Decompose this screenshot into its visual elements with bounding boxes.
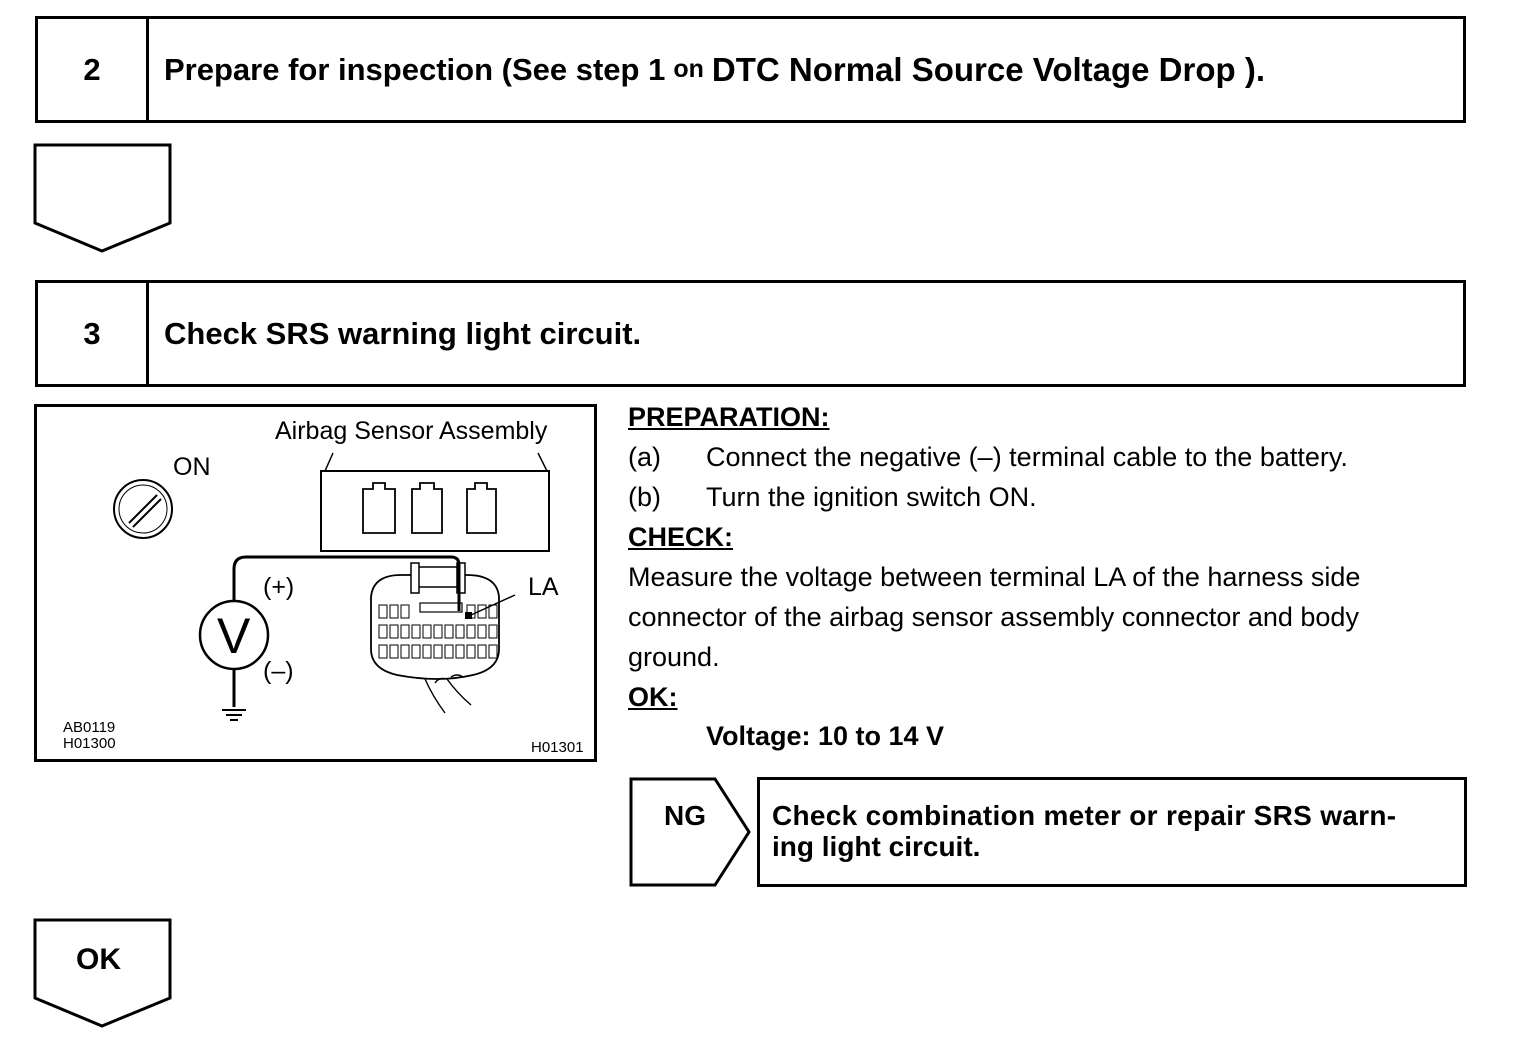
- step-3-title: Check SRS warning light circuit.: [164, 315, 642, 351]
- ng-result-line-2: ing light circuit.: [772, 831, 981, 862]
- ng-result-box: [757, 777, 1467, 887]
- connector-pin: [400, 624, 410, 639]
- check-line-2: connector of the airbag sensor assembly …: [628, 602, 1359, 632]
- connector-pin: [455, 644, 465, 659]
- connector-pin: [378, 644, 388, 659]
- plus-label: (+): [263, 573, 295, 601]
- wiring-diagram: Airbag Sensor Assembly ON (+) (–) LA V A…: [34, 404, 597, 762]
- connector-pin: [433, 644, 443, 659]
- connector-pin: [444, 624, 454, 639]
- connector-pin: [466, 624, 476, 639]
- ok-arrow-label: OK: [76, 943, 121, 976]
- preparation-heading: PREPARATION:: [628, 402, 830, 432]
- diagram-code-3: H01301: [531, 739, 584, 756]
- check-line-1: Measure the voltage between terminal LA …: [628, 562, 1361, 592]
- connector-pin: [389, 644, 399, 659]
- meter-symbol: V: [217, 608, 251, 664]
- connector-pin: [389, 604, 399, 619]
- connector-pin: [422, 644, 432, 659]
- la-pointer: [465, 594, 516, 619]
- step-2-title: Prepare for inspection (See step 1 on DT…: [164, 19, 1265, 120]
- connector-pin: [477, 624, 487, 639]
- diagram-code-1: AB0119: [63, 719, 116, 736]
- ok-down-arrow: [33, 918, 172, 1028]
- connector-pin: [411, 644, 421, 659]
- connector-pin: [488, 644, 498, 659]
- harness-connector-icon: [370, 562, 500, 714]
- step-2-title-a: Prepare for inspection (See step 1: [164, 51, 666, 87]
- step-3-box: 3 Check SRS warning light circuit.: [35, 280, 1466, 387]
- ignition-switch-icon: [113, 479, 173, 539]
- ng-label: NG: [664, 800, 706, 831]
- ng-arrow: [629, 777, 751, 887]
- connector-pin: [400, 604, 410, 619]
- connector-pin: [477, 644, 487, 659]
- prep-a-text: Connect the negative (–) terminal cable …: [706, 442, 1348, 472]
- connector-pin: [378, 624, 388, 639]
- check-line-3: ground.: [628, 642, 720, 672]
- connector-pin: [488, 624, 498, 639]
- ok-heading: OK:: [628, 682, 678, 712]
- ground-symbol-icon: [222, 709, 246, 721]
- prep-b-text: Turn the ignition switch ON.: [706, 482, 1037, 512]
- connector-pin: [378, 604, 388, 619]
- la-label: LA: [528, 573, 559, 601]
- connector-pin: [400, 644, 410, 659]
- prep-a-marker: (a): [628, 442, 661, 472]
- airbag-sensor-label: Airbag Sensor Assembly: [275, 417, 548, 445]
- flow-down-arrow-1: [33, 143, 172, 253]
- connector-pin: [433, 624, 443, 639]
- check-heading: CHECK:: [628, 522, 733, 552]
- step-2-title-on: on: [673, 55, 704, 83]
- step-2-number: 2: [38, 19, 149, 120]
- step-3-number: 3: [38, 283, 149, 384]
- ng-result-line-1: Check combination meter or repair SRS wa…: [772, 800, 1397, 831]
- connector-pin: [466, 644, 476, 659]
- step-2-box: 2 Prepare for inspection (See step 1 on …: [35, 16, 1466, 123]
- test-leads: [232, 555, 461, 707]
- prep-b-marker: (b): [628, 482, 661, 512]
- connector-pin: [422, 624, 432, 639]
- minus-label: (–): [263, 657, 294, 685]
- connector-pin: [389, 624, 399, 639]
- step-2-title-b: DTC Normal Source Voltage Drop ).: [711, 50, 1265, 88]
- on-label: ON: [173, 453, 211, 481]
- airbag-sensor-assembly-icon: [320, 452, 550, 552]
- connector-pin: [444, 644, 454, 659]
- connector-pin: [455, 624, 465, 639]
- connector-pin: [411, 624, 421, 639]
- ok-value: Voltage: 10 to 14 V: [706, 721, 945, 751]
- diagram-code-2: H01300: [63, 735, 116, 752]
